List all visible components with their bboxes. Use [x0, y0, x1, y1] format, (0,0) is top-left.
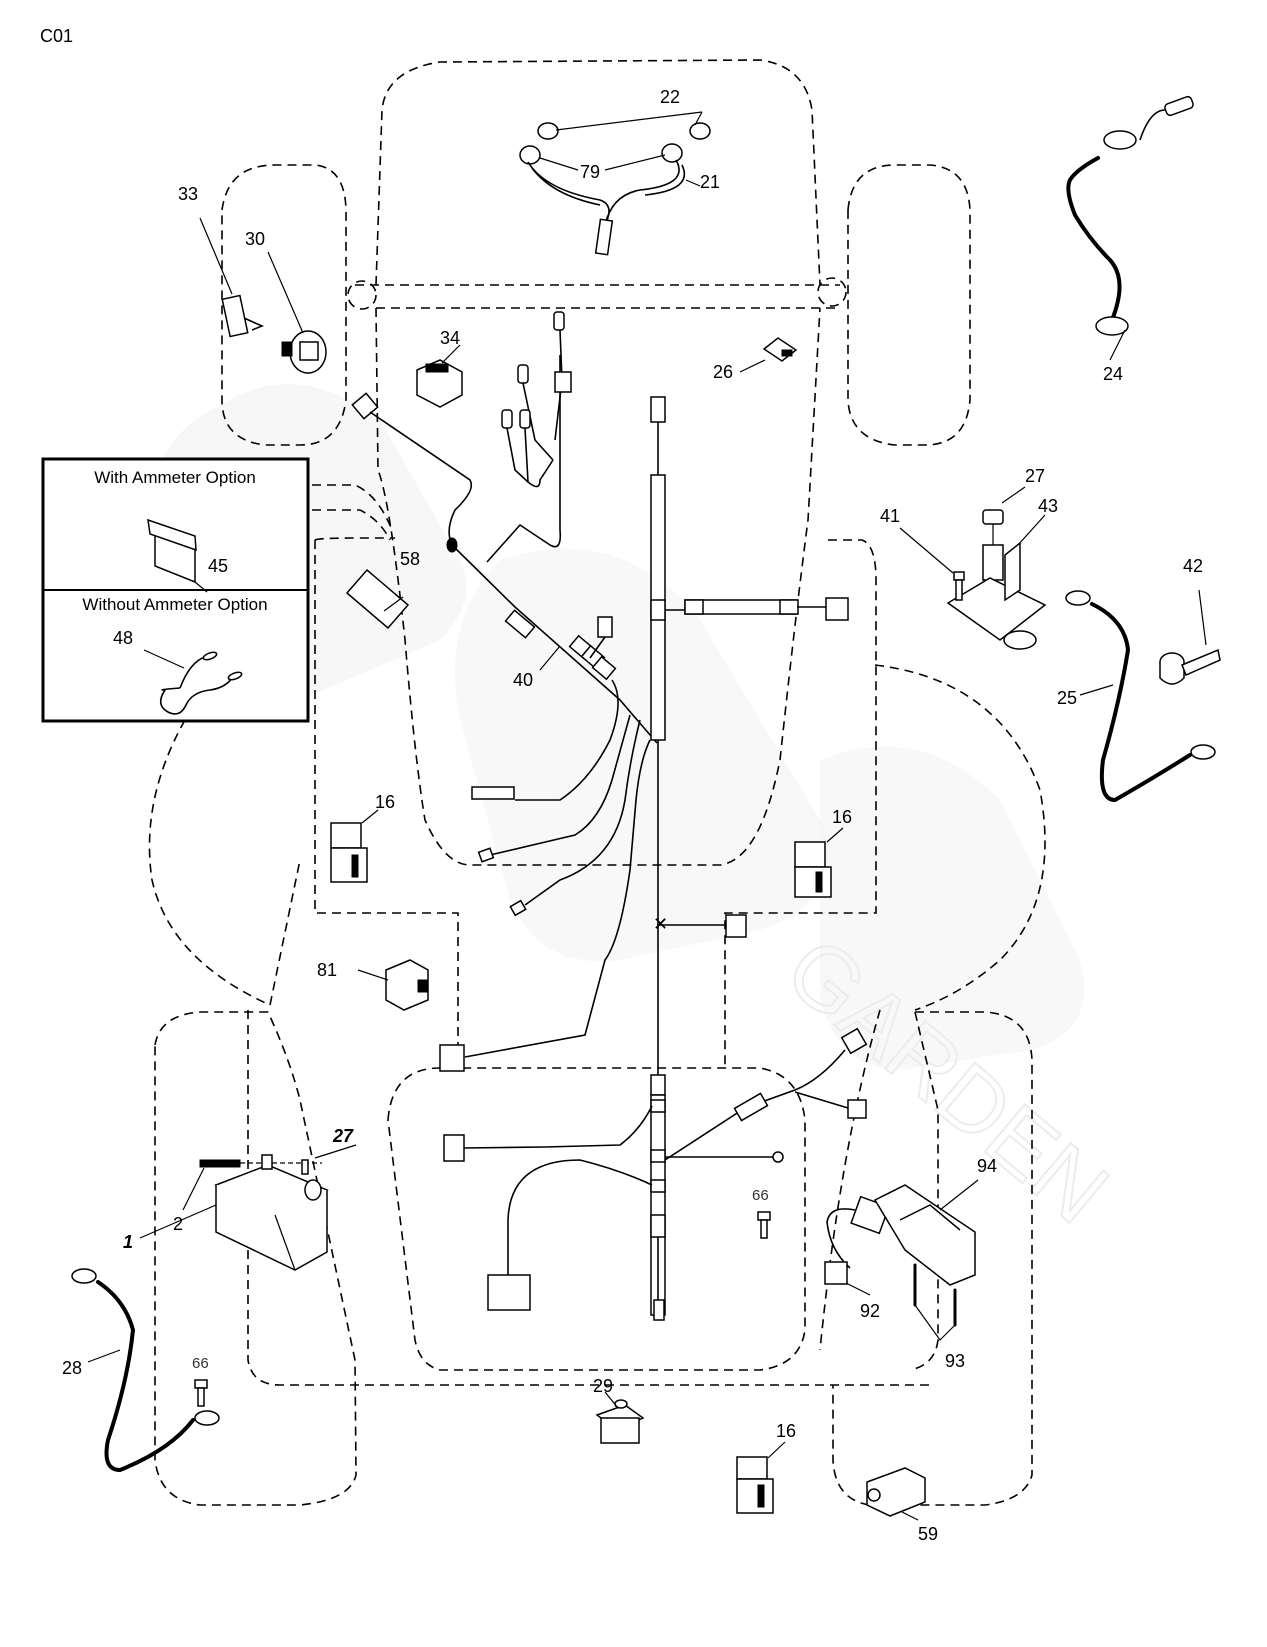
screw-left[interactable]: [194, 1379, 208, 1407]
callout-solenoid-nut: 27: [1025, 466, 1045, 486]
without-ammeter-title: Without Ammeter Option: [82, 595, 267, 614]
battery[interactable]: [139, 1164, 329, 1271]
interlock-switch-left[interactable]: [330, 809, 379, 883]
callout-solenoid-bolt: 41: [880, 506, 900, 526]
battery-cable[interactable]: [71, 1268, 220, 1473]
callout-interlock-bottom: 16: [776, 1421, 796, 1441]
relay[interactable]: [357, 959, 429, 1011]
callout-relay: 81: [317, 960, 337, 980]
callout-battery-nut: 27: [332, 1126, 354, 1146]
callout-headlight-harness: 21: [700, 172, 720, 192]
screw-right[interactable]: [757, 1211, 771, 1239]
seat-switch[interactable]: [595, 1391, 645, 1444]
callout-seat-switch: 29: [593, 1376, 613, 1396]
callout-interlock-left: 16: [375, 792, 395, 812]
callout-battery-cable: 28: [62, 1358, 82, 1378]
callout-solenoid: 43: [1038, 496, 1058, 516]
fuse[interactable]: [739, 337, 798, 373]
rear-harness[interactable]: [443, 1027, 868, 1321]
ammeter[interactable]: [147, 518, 208, 593]
solenoid-cable[interactable]: [1065, 590, 1216, 803]
callout-headlight-socket: 79: [580, 162, 600, 182]
rectifier[interactable]: [873, 1179, 979, 1286]
callout-battery-bolt: 2: [173, 1214, 183, 1234]
svg-text:✕: ✕: [653, 914, 668, 934]
rectifier-screws[interactable]: [913, 1263, 957, 1341]
with-ammeter-title: With Ammeter Option: [94, 468, 256, 487]
callout-interlock-right: 16: [832, 807, 852, 827]
callout-diode-module: 58: [400, 549, 420, 569]
callout-ground-cable-top: 24: [1103, 364, 1123, 384]
callout-screw-right: 66: [752, 1187, 769, 1204]
callout-light-switch: 34: [440, 328, 460, 348]
callout-terminal-boot: 42: [1183, 556, 1203, 576]
ignition-switch[interactable]: [267, 251, 327, 374]
callout-screw-left: 66: [192, 1355, 209, 1372]
callout-ignition-switch: 30: [245, 229, 265, 249]
body-outline: [148, 59, 1046, 1506]
light-switch[interactable]: [416, 344, 463, 408]
callout-rectifier: 94: [977, 1156, 997, 1176]
battery-bolt[interactable]: [182, 1154, 322, 1211]
main-harness[interactable]: ✕: [351, 311, 849, 1075]
solenoid-bolt[interactable]: [899, 527, 965, 601]
callout-headlight-bulb: 22: [660, 87, 680, 107]
callout-jumper-wire: 48: [113, 628, 133, 648]
callout-fuel-solenoid: 59: [918, 1524, 938, 1544]
callout-rectifier-harness: 92: [860, 1301, 880, 1321]
callout-solenoid-cable: 25: [1057, 688, 1077, 708]
diode-module[interactable]: [345, 568, 410, 630]
page-code: C01: [40, 26, 74, 46]
terminal-boot[interactable]: [1159, 589, 1221, 685]
ground-cable-top[interactable]: [1066, 95, 1194, 361]
starter-solenoid[interactable]: [946, 486, 1047, 650]
ignition-key[interactable]: [199, 217, 265, 338]
ammeter-option-box: With Ammeter Option 45 Without Ammeter O…: [41, 457, 310, 723]
jumper-wire[interactable]: [143, 649, 243, 715]
rectifier-harness[interactable]: [824, 1195, 890, 1296]
battery-nut[interactable]: [301, 1144, 357, 1175]
interlock-switch-right[interactable]: [794, 827, 844, 898]
callout-battery: 1: [123, 1232, 133, 1252]
callout-main-harness: 40: [513, 670, 533, 690]
callout-fuse: 26: [713, 362, 733, 382]
callout-rectifier-screws: 93: [945, 1351, 965, 1371]
fuel-solenoid-module[interactable]: [866, 1467, 926, 1521]
interlock-switch-bottom[interactable]: [736, 1441, 786, 1514]
headlight-assembly[interactable]: [519, 111, 711, 256]
callout-ammeter: 45: [208, 556, 228, 576]
callout-key: 33: [178, 184, 198, 204]
